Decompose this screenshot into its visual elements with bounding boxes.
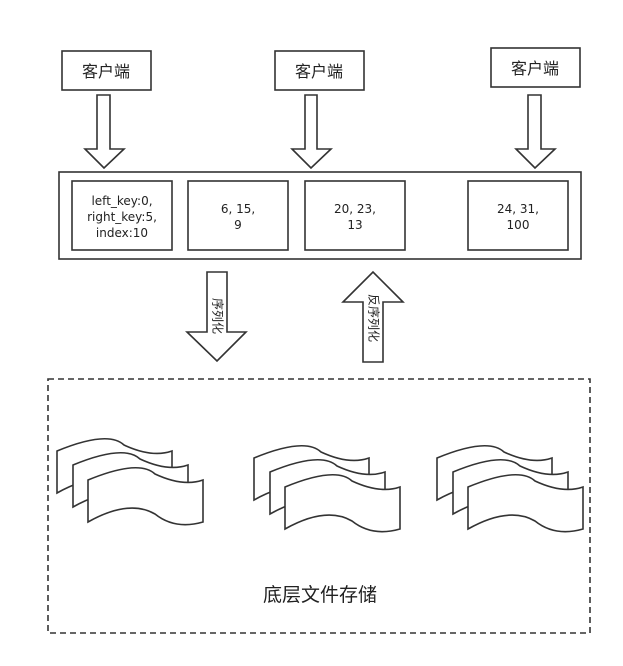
file-stack-1	[56, 437, 204, 526]
deserialize-label: 反序列化	[367, 294, 382, 342]
index-cell-3-line-2: 13	[347, 218, 362, 232]
index-cell-1-line-2: right_key:5,	[87, 210, 157, 224]
index-cell-1-line-1: left_key:0,	[91, 194, 152, 208]
serialize-label: 序列化	[211, 298, 226, 334]
storage-container	[47, 378, 591, 634]
index-cell-2-line-1: 6, 15,	[221, 202, 255, 216]
index-cell-4	[467, 180, 569, 251]
index-cell-4-line-2: 100	[507, 218, 530, 232]
client-box-1	[61, 50, 152, 91]
client-label-1: 客户端	[82, 62, 130, 81]
client-arrow-3	[514, 94, 558, 170]
index-cell-2	[187, 180, 289, 251]
serialize-arrow	[185, 271, 248, 363]
deserialize-arrow	[341, 270, 405, 363]
index-cell-2-line-2: 9	[234, 218, 242, 232]
index-cell-3-line-1: 20, 23,	[334, 202, 376, 216]
client-arrow-2	[290, 94, 334, 170]
storage-label: 底层文件存储	[263, 584, 377, 606]
index-cell-3	[304, 180, 406, 251]
index-cell-1	[71, 180, 173, 251]
file-stack-3	[436, 444, 584, 533]
client-label-3: 客户端	[511, 59, 559, 78]
client-box-2	[274, 50, 365, 91]
index-cell-1-line-3: index:10	[96, 226, 148, 240]
file-stack-2	[253, 444, 401, 533]
client-arrow-1	[83, 94, 127, 170]
client-label-2: 客户端	[295, 62, 343, 81]
index-cell-4-line-1: 24, 31,	[497, 202, 539, 216]
client-box-3	[490, 47, 581, 88]
